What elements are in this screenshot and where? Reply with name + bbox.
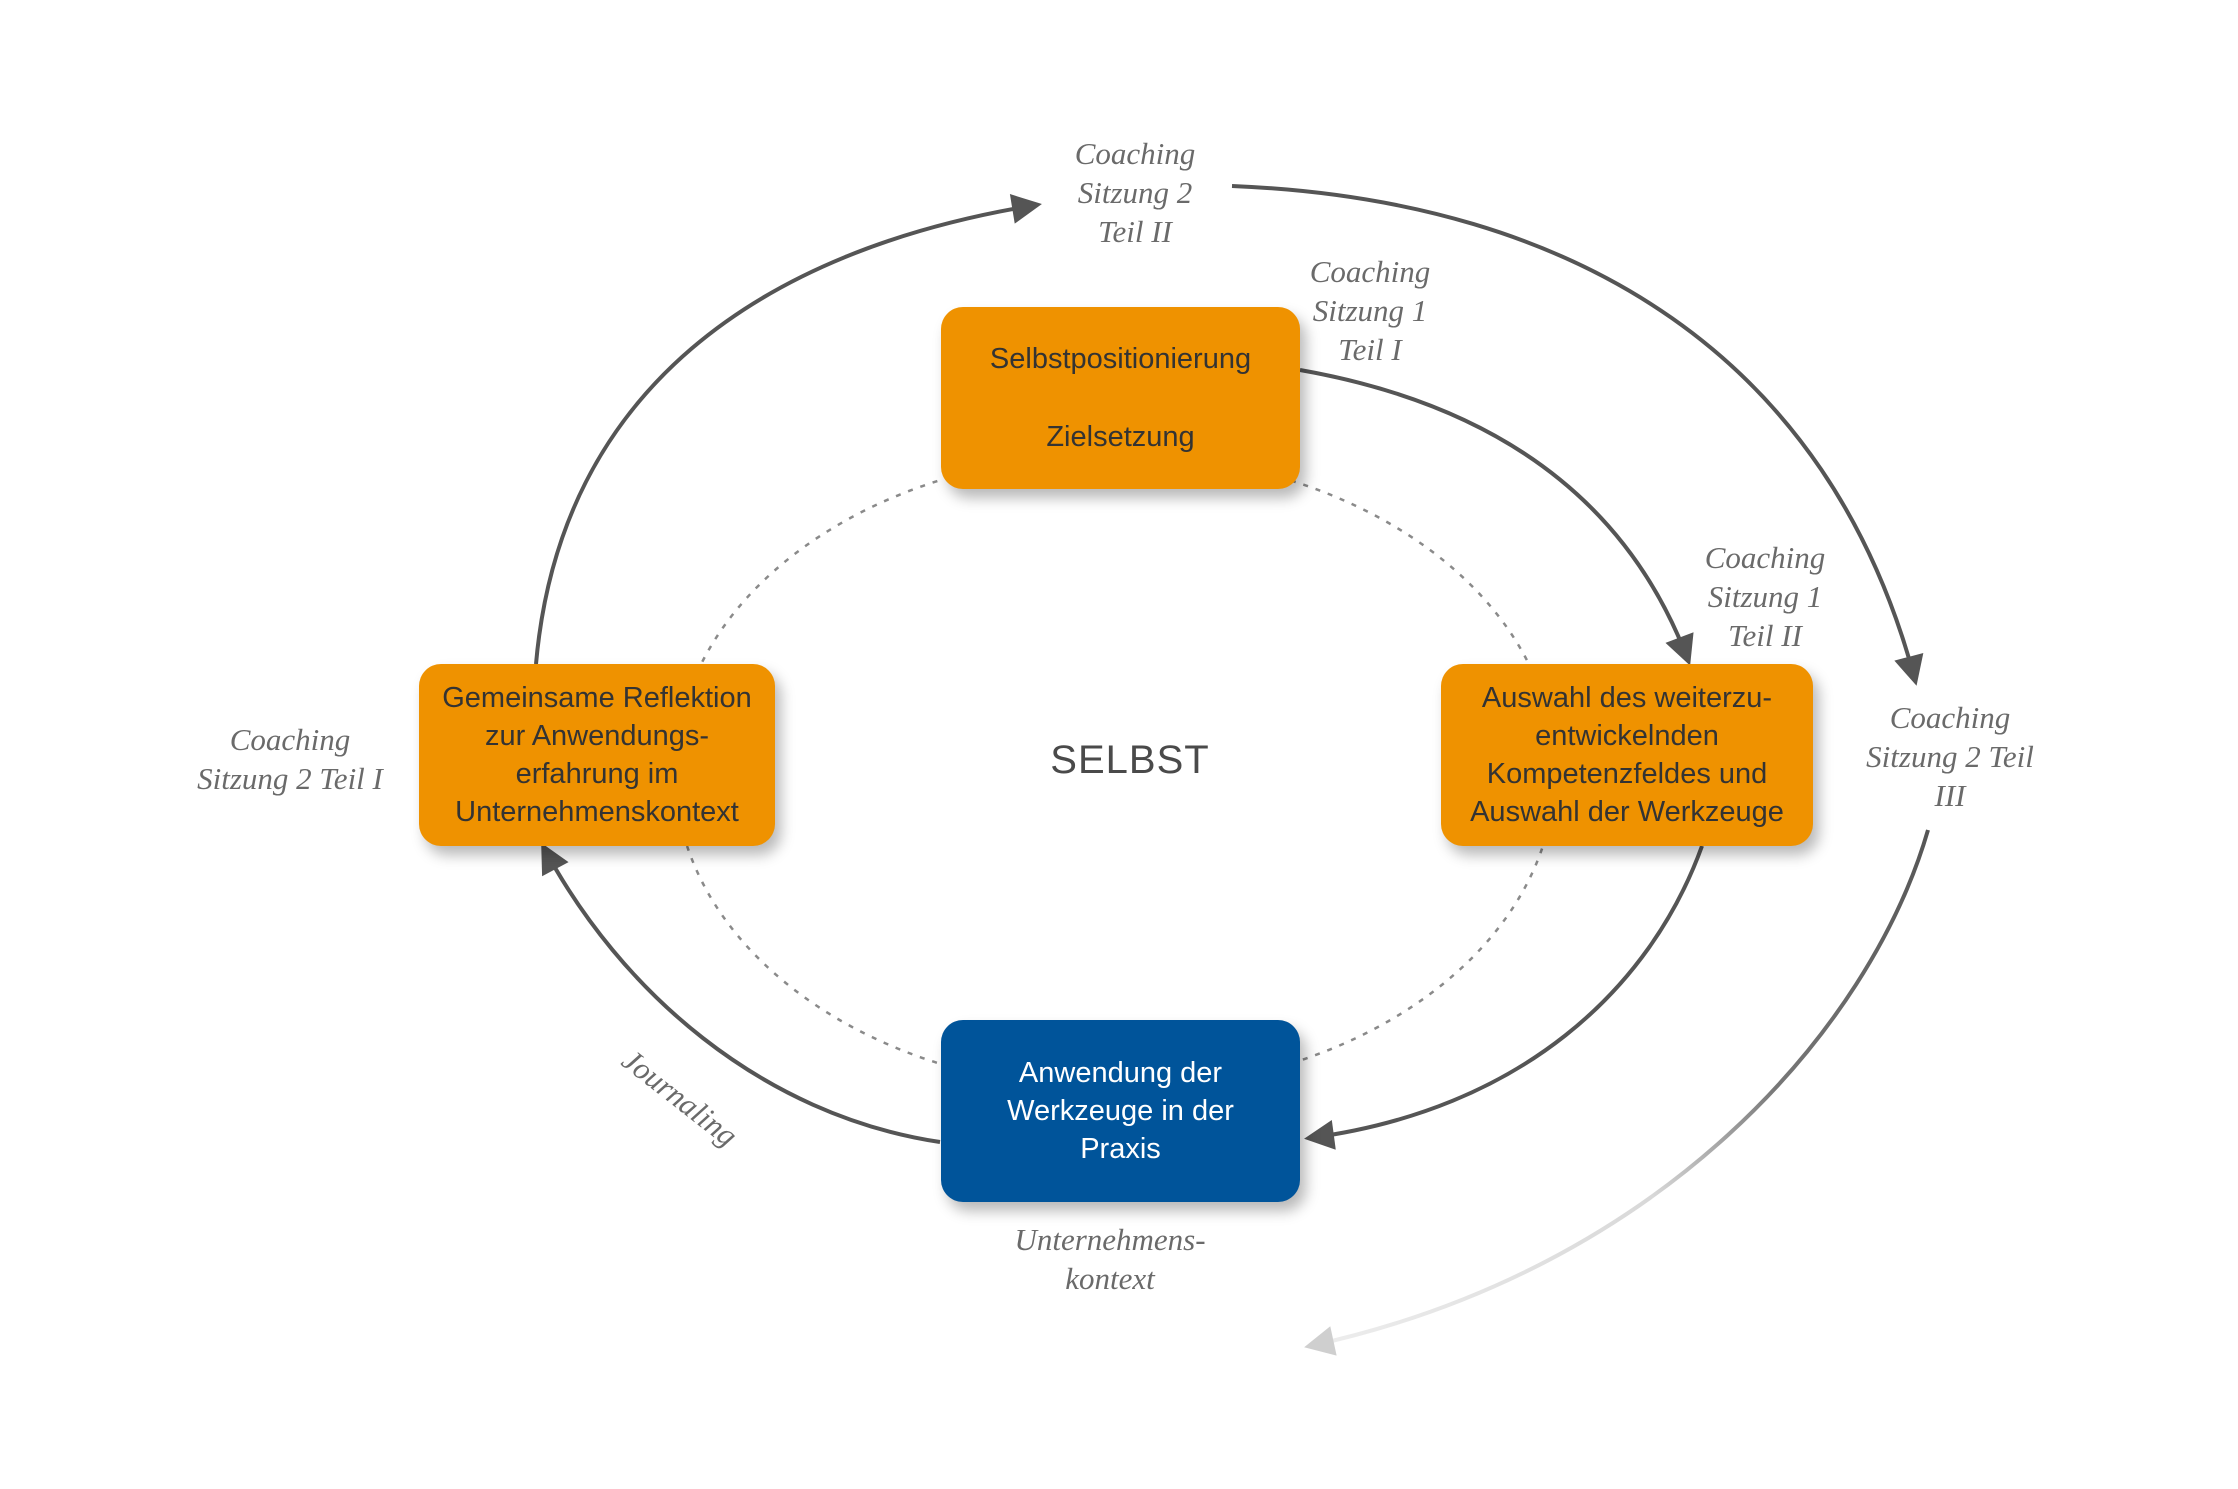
box-line: entwickelnden <box>1535 720 1719 752</box>
box-line: Unternehmenskontext <box>455 796 739 828</box>
box-line: Gemeinsame Reflektion <box>442 682 752 714</box>
note-line: Coaching <box>1889 700 2011 735</box>
note-line: Unternehmens- <box>1014 1222 1206 1257</box>
center-label-selbst: SELBST <box>1050 738 1210 782</box>
arrow-fading-exit <box>1304 829 1930 1356</box>
box-line: erfahrung im <box>515 758 679 790</box>
box-line: Kompetenzfeldes und <box>1486 758 1768 790</box>
note-line: Teil II <box>1098 214 1172 249</box>
box-selbstpositionierung: Selbstpositionierung Zielsetzung <box>941 307 1300 489</box>
note-coaching-sitzung-2-teil-3: Coaching Sitzung 2 Teil III <box>1830 698 2070 815</box>
box-line: Auswahl der Werkzeuge <box>1470 796 1784 828</box>
box-line: Zielsetzung <box>1046 421 1195 453</box>
note-line: III <box>1934 778 1966 813</box>
box-line: zur Anwendungs- <box>484 720 710 752</box>
arrow-right-to-bottom <box>1304 845 1704 1150</box>
box-line: Werkzeuge in der <box>1007 1095 1234 1127</box>
arrow-outer-right <box>1231 184 1924 686</box>
note-line: Coaching <box>1309 254 1431 289</box>
box-line: Praxis <box>1080 1133 1161 1165</box>
box-auswahl-kompetenzfeld: Auswahl des weiterzu- entwickelnden Komp… <box>1441 664 1813 846</box>
box-gemeinsame-reflektion: Gemeinsame Reflektion zur Anwendungs- er… <box>419 664 775 846</box>
box-line: Selbstpositionierung <box>989 343 1252 375</box>
arrow-left-to-top <box>534 194 1042 665</box>
note-line: Sitzung 1 <box>1312 293 1428 328</box>
note-line: Sitzung 2 <box>1077 175 1193 210</box>
note-line: Teil I <box>1338 332 1402 367</box>
box-line: Auswahl des weiterzu- <box>1481 682 1773 714</box>
note-line: Sitzung 1 <box>1707 579 1823 614</box>
note-coaching-sitzung-2-teil-1: Coaching Sitzung 2 Teil I <box>170 720 410 798</box>
note-line: Coaching <box>1704 540 1826 575</box>
arrow-bottom-to-left <box>541 842 941 1144</box>
note-coaching-sitzung-2-teil-2: Coaching Sitzung 2 Teil II <box>1040 134 1230 251</box>
note-line: kontext <box>1065 1261 1155 1296</box>
note-line: Teil II <box>1728 618 1802 653</box>
note-unternehmenskontext: Unternehmens- kontext <box>990 1220 1230 1298</box>
box-anwendung-praxis: Anwendung der Werkzeuge in der Praxis <box>941 1020 1300 1202</box>
note-line: Coaching <box>229 722 351 757</box>
note-line: Sitzung 2 Teil <box>1866 739 2034 774</box>
note-coaching-sitzung-1-teil-2: Coaching Sitzung 1 Teil II <box>1670 538 1860 655</box>
note-line: Sitzung 2 Teil I <box>197 761 383 796</box>
note-coaching-sitzung-1-teil-1: Coaching Sitzung 1 Teil I <box>1275 252 1465 369</box>
arrow-top-to-right <box>1299 368 1694 666</box>
box-line: Anwendung der <box>1018 1057 1223 1089</box>
note-line: Coaching <box>1074 136 1196 171</box>
